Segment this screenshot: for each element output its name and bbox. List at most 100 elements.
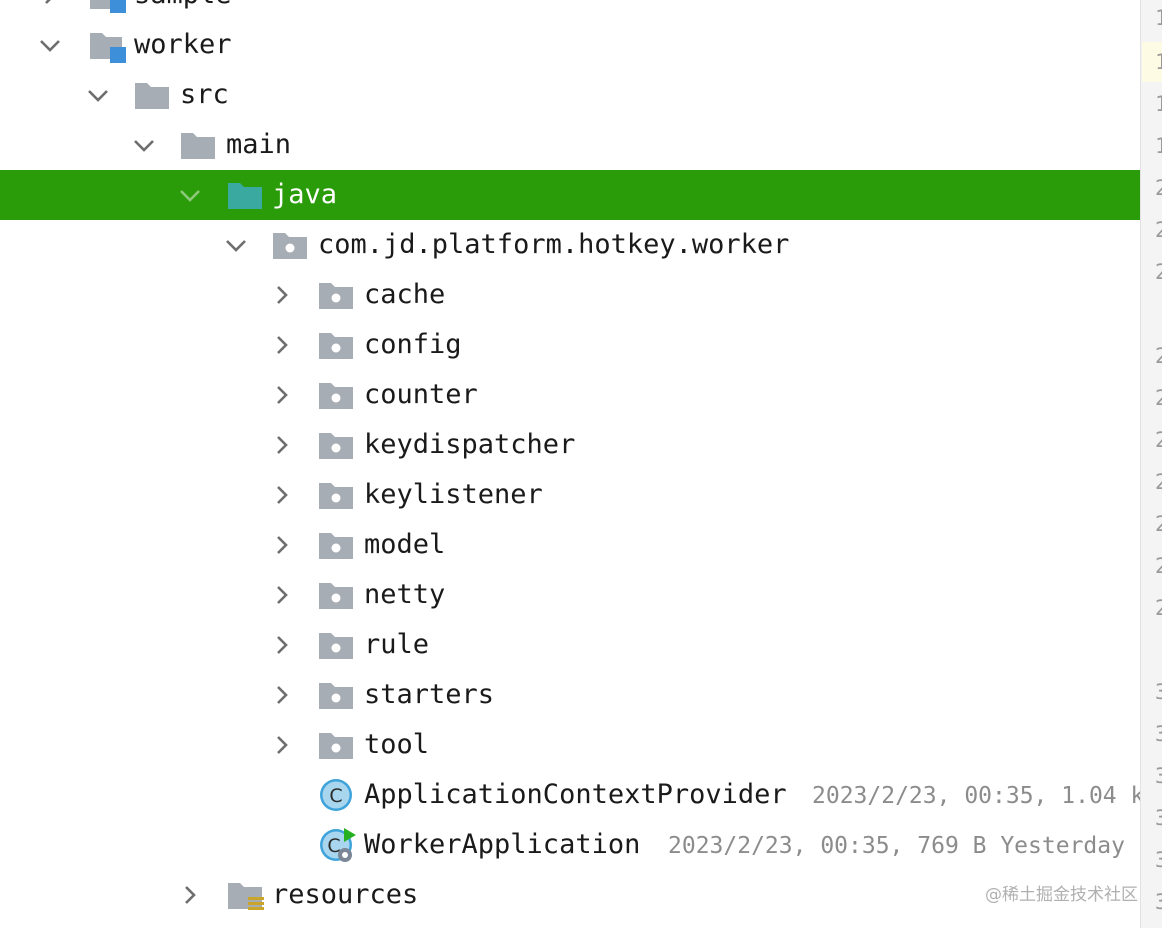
line-number: 2 (1155, 472, 1162, 493)
tree-row-rule[interactable]: rule (0, 620, 1140, 670)
module-folder-icon (88, 0, 128, 13)
line-number: 2 (1155, 178, 1162, 199)
chevron-down-icon[interactable] (178, 183, 202, 207)
svg-text:C: C (329, 785, 342, 807)
tree-item-label: model (364, 529, 446, 560)
package-icon (271, 227, 311, 263)
line-number: 2 (1155, 346, 1162, 367)
line-number: 3 (1155, 724, 1162, 745)
chevron-down-icon[interactable] (86, 83, 110, 107)
tree-row-tool[interactable]: tool (0, 720, 1140, 770)
tree-item-label: netty (364, 579, 446, 610)
folder-icon (179, 127, 219, 163)
package-icon (317, 727, 357, 763)
package-icon (317, 677, 357, 713)
line-number: 2 (1155, 556, 1162, 577)
tree-item-label: sample (134, 0, 232, 20)
chevron-right-icon[interactable] (270, 733, 294, 757)
chevron-right-icon[interactable] (178, 883, 202, 907)
package-icon (317, 577, 357, 613)
tree-item-label: config (364, 329, 462, 360)
tree-row-worker-application[interactable]: C WorkerApplication 2023/2/23, 00:35, 76… (0, 820, 1140, 870)
spring-boot-run-class-icon: C (317, 827, 357, 863)
chevron-down-icon[interactable] (224, 233, 248, 257)
chevron-right-icon[interactable] (270, 433, 294, 457)
folder-icon (133, 77, 173, 113)
tree-row-model[interactable]: model (0, 520, 1140, 570)
package-icon (317, 477, 357, 513)
watermark: @稀土掘金技术社区 (985, 885, 1138, 905)
tree-item-label: WorkerApplication (364, 829, 641, 860)
line-number: 2 (1155, 262, 1162, 283)
file-meta: 2023/2/23, 00:35, 769 B Yesterday (668, 833, 1125, 859)
chevron-right-icon[interactable] (270, 633, 294, 657)
line-number: 2 (1155, 220, 1162, 241)
java-class-icon: C (317, 777, 357, 813)
package-icon (317, 377, 357, 413)
tree-row-cache[interactable]: cache (0, 270, 1140, 320)
line-number: 3 (1155, 766, 1162, 787)
tree-item-label: starters (364, 679, 495, 710)
tree-row-package[interactable]: com.jd.platform.hotkey.worker (0, 220, 1140, 270)
line-number: 3 (1155, 682, 1162, 703)
line-number: 2 (1155, 388, 1162, 409)
tree-item-label: tool (364, 729, 430, 760)
tree-item-label: com.jd.platform.hotkey.worker (318, 229, 790, 260)
tree-item-label: keylistener (364, 479, 543, 510)
line-number: 3 (1155, 892, 1162, 913)
tree-item-label: ApplicationContextProvider (364, 779, 787, 810)
chevron-right-icon[interactable] (270, 583, 294, 607)
tree-row-starters[interactable]: starters (0, 670, 1140, 720)
tree-item-label: java (272, 179, 338, 210)
file-meta: 2023/2/23, 00:35, 1.04 k (812, 783, 1140, 809)
tree-item-label: src (180, 79, 229, 110)
tree-row-java[interactable]: java (0, 170, 1140, 220)
line-number: 2 (1155, 514, 1162, 535)
line-number: 2 (1155, 598, 1162, 619)
package-icon (317, 277, 357, 313)
svg-text:C: C (327, 835, 340, 857)
tree-row-keylistener[interactable]: keylistener (0, 470, 1140, 520)
line-number: 3 (1155, 850, 1162, 871)
chevron-down-icon[interactable] (38, 33, 62, 57)
tree-row-worker[interactable]: worker (0, 20, 1140, 70)
chevron-right-icon[interactable] (38, 0, 62, 7)
tree-item-label: resources (272, 879, 419, 910)
chevron-right-icon[interactable] (270, 283, 294, 307)
line-number: 2 (1155, 430, 1162, 451)
tree-item-label: counter (364, 379, 478, 410)
tree-row-application-context-provider[interactable]: C ApplicationContextProvider 2023/2/23, … (0, 770, 1140, 820)
tree-row-resources[interactable]: resources (0, 870, 1140, 920)
chevron-right-icon[interactable] (270, 683, 294, 707)
tree-row-sample[interactable]: sample (0, 0, 1140, 20)
tree-item-label: cache (364, 279, 446, 310)
package-icon (317, 427, 357, 463)
resources-folder-icon (226, 877, 266, 913)
line-number: 1 (1155, 136, 1162, 157)
module-folder-icon (88, 27, 128, 63)
tree-item-label: rule (364, 629, 430, 660)
chevron-down-icon[interactable] (132, 133, 156, 157)
tree-row-netty[interactable]: netty (0, 570, 1140, 620)
package-icon (317, 627, 357, 663)
package-icon (317, 327, 357, 363)
tree-item-label: main (226, 129, 292, 160)
line-number: 3 (1155, 808, 1162, 829)
chevron-right-icon[interactable] (270, 533, 294, 557)
package-icon (317, 527, 357, 563)
line-number: 1 (1155, 94, 1162, 115)
chevron-right-icon[interactable] (270, 333, 294, 357)
tree-item-label: worker (134, 29, 232, 60)
line-number: 1 (1155, 8, 1162, 29)
tree-row-keydispatcher[interactable]: keydispatcher (0, 420, 1140, 470)
chevron-right-icon[interactable] (270, 383, 294, 407)
tree-row-src[interactable]: src (0, 70, 1140, 120)
chevron-right-icon[interactable] (270, 483, 294, 507)
tree-row-main[interactable]: main (0, 120, 1140, 170)
tree-item-label: keydispatcher (364, 429, 576, 460)
line-number: 1 (1155, 52, 1162, 73)
tree-row-config[interactable]: config (0, 320, 1140, 370)
current-line-highlight (1142, 42, 1162, 82)
tree-row-counter[interactable]: counter (0, 370, 1140, 420)
